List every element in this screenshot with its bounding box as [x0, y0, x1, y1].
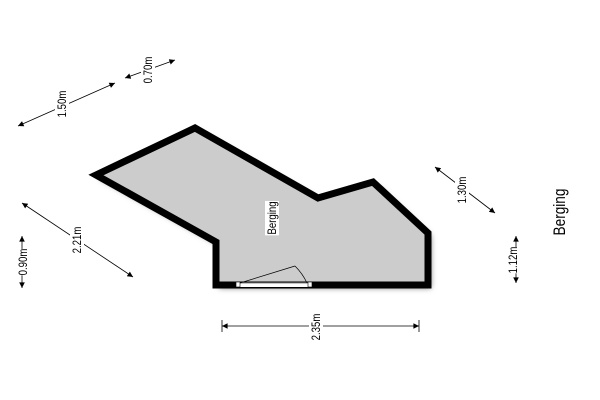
plan-title: Berging: [550, 188, 569, 236]
room-floor: [88, 124, 432, 289]
dimension-label: 2.21m: [70, 226, 84, 254]
dimension-label: 0.70m: [141, 56, 155, 84]
room-label: Berging: [265, 200, 279, 236]
dimension-label: 1.30m: [455, 176, 469, 204]
dimension-label: 2.35m: [309, 313, 323, 341]
dimension-label: 1.12m: [506, 246, 520, 274]
door: [235, 265, 313, 288]
dimension-label: 0.90m: [16, 248, 30, 276]
dimension-label: 1.50m: [55, 90, 69, 118]
